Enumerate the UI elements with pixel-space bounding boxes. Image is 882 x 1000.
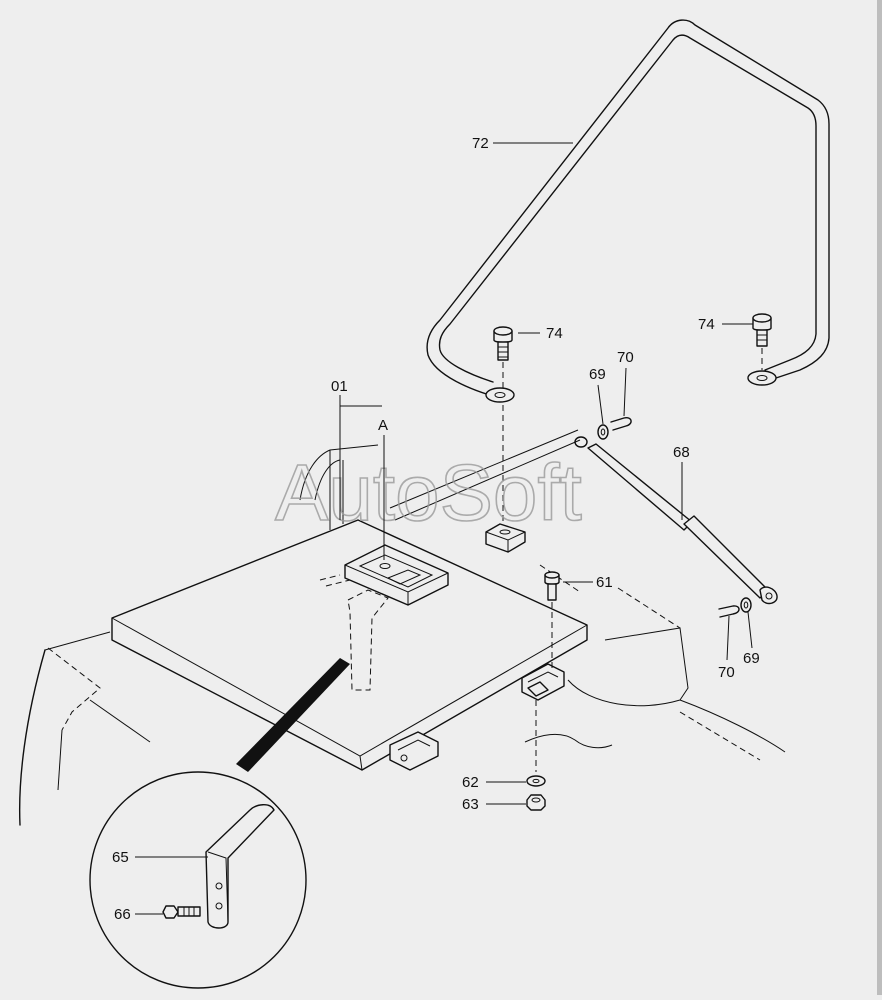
washer-69-bottom: [740, 597, 752, 613]
washer-62: [526, 775, 546, 787]
callout-70-bottom: 70: [718, 664, 735, 681]
bolt-74-left: [493, 326, 513, 388]
callout-70-top: 70: [617, 349, 634, 366]
pin-70-top: [610, 416, 632, 431]
mount-block: [485, 523, 526, 553]
watermark: AutoSoft: [275, 448, 582, 537]
detail-circle: [89, 771, 307, 989]
callout-65: 65: [112, 849, 129, 866]
callout-72: 72: [472, 135, 489, 152]
cab-body: [19, 564, 786, 826]
callout-62: 62: [462, 774, 479, 791]
nut-63: [526, 794, 546, 811]
leader-lines: [135, 142, 753, 915]
callout-A: A: [378, 417, 388, 434]
callout-61: 61: [596, 574, 613, 591]
callout-74-right: 74: [698, 316, 715, 333]
callout-74-left: 74: [546, 325, 563, 342]
callout-66: 66: [114, 906, 131, 923]
bolt-74-right: [752, 313, 772, 370]
pin-70-bottom: [718, 605, 740, 618]
bolt-61: [544, 571, 560, 672]
callout-69-bottom: 69: [743, 650, 760, 667]
callout-68: 68: [673, 444, 690, 461]
washer-69-top: [597, 424, 609, 440]
roof-panel-01: [111, 519, 588, 771]
detail-leader: [236, 658, 350, 772]
callout-69-top: 69: [589, 366, 606, 383]
callout-labels: 72 74 74 69 70 68 01 A 61 70 69 62 63 65…: [112, 135, 760, 923]
cab-post: [299, 429, 581, 530]
gas-strut-68: [574, 436, 778, 605]
frame-edge: [877, 0, 882, 995]
callout-01: 01: [331, 378, 348, 395]
handrail-72: [426, 19, 830, 403]
callout-63: 63: [462, 796, 479, 813]
